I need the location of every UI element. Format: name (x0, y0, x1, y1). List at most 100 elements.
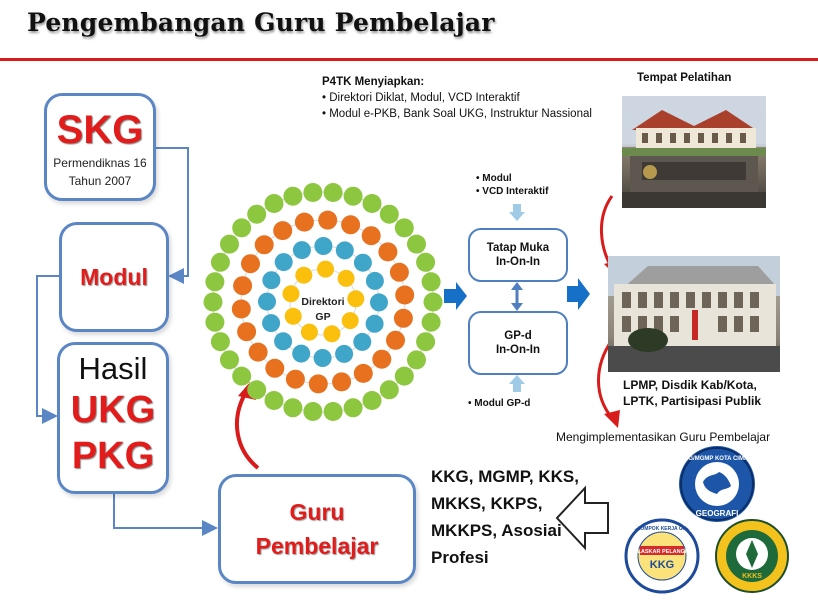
ring-dot (232, 218, 252, 238)
ring-dot (283, 186, 303, 206)
ring-dot (323, 325, 341, 343)
ring-dot (370, 293, 388, 312)
ring-dot (303, 402, 323, 421)
ring-dot (295, 266, 313, 284)
ring-dot (365, 314, 384, 333)
connector-modul-hasil (36, 275, 59, 424)
ring-dot (210, 332, 230, 352)
ring-dot (421, 272, 441, 292)
ring-dot (274, 332, 293, 351)
ring-dot (353, 253, 372, 272)
tatap-muka-line2: In-On-In (495, 256, 541, 268)
ring-dot (205, 312, 225, 332)
lpmp-line1: LPMP, Disdik Kab/Kota, (623, 378, 757, 392)
ring-dot (341, 215, 361, 235)
geografi-logo-bottom-text: GEOGRAFI (696, 509, 739, 518)
ring-dot (378, 242, 398, 262)
red-arrow-guru-to-circle (234, 391, 260, 470)
ring-dot (258, 292, 276, 311)
hasil-line3: PKG (71, 435, 155, 477)
ring-dot (379, 380, 399, 400)
circle-label-line2: GP (315, 311, 330, 323)
connector-skg-modul (156, 147, 189, 284)
inputs-top-item2: • VCD Interaktif (476, 186, 549, 197)
ring-dot (313, 349, 332, 367)
ring-dot (394, 366, 414, 386)
inputs-top-item1: • Modul (476, 173, 512, 184)
skg-box: SKG Permendiknas 16 Tahun 2007 (44, 93, 156, 201)
ring-dot (416, 252, 436, 272)
inputs-bottom: • Modul GP-d (468, 397, 530, 410)
tatap-muka-box: Tatap Muka In-On-In (468, 228, 568, 282)
ring-dot (285, 369, 305, 389)
ring-dot (264, 194, 284, 213)
ring-dot (292, 241, 311, 260)
ring-dot (314, 237, 333, 255)
kkg-logo-banner-text: LASKAR PELANGI (638, 549, 687, 555)
ring-dot (353, 363, 373, 383)
input-arrow-top (509, 204, 525, 221)
implementation-label: Mengimplementasikan Guru Pembelajar (556, 430, 771, 444)
ring-dot (303, 183, 323, 202)
ring-dot (248, 342, 268, 362)
ring-dot (343, 186, 363, 206)
ring-dot (232, 366, 252, 386)
ring-dot (282, 285, 300, 303)
blue-arrow-boxes-to-venue (567, 278, 590, 310)
ring-dot (264, 391, 284, 410)
red-arrow-photo2-implement (597, 339, 614, 419)
hasil-line2: UKG (70, 389, 156, 431)
skg-line1: Permendiknas 16 (53, 156, 147, 170)
lpmp-building-photo (608, 256, 780, 372)
ring-dot (254, 235, 274, 255)
kkg-logo-ring-text: KELOMPOK KERJA GURU (630, 526, 694, 532)
page-title: Pengembangan Guru Pembelajar (27, 8, 495, 37)
kkg-logo: KELOMPOK KERJA GURU LASKAR PELANGI KKG (624, 518, 700, 594)
ring-dot (247, 204, 267, 224)
ring-dot (421, 312, 441, 332)
hasil-box: Hasil UKG PKG (57, 342, 169, 494)
ring-dot (361, 226, 381, 246)
ring-dot (332, 372, 352, 392)
ring-dot (247, 380, 267, 400)
ring-dot (220, 350, 239, 370)
p4tk-heading: P4TK Menyiapkan: (322, 76, 425, 88)
ring-dot (362, 194, 382, 213)
gp-d-box: GP-d In-On-In (468, 311, 568, 375)
gp-d-line2: In-On-In (495, 344, 541, 356)
ring-dot (283, 398, 303, 418)
kkg-logo-center-text: KKG (650, 559, 674, 571)
training-building-photo (622, 96, 766, 208)
ring-dot (241, 254, 260, 274)
ring-dot (365, 271, 384, 290)
p4tk-item2: • Modul e-PKB, Bank Soal UKG, Instruktur… (322, 108, 592, 120)
ring-dot (233, 276, 253, 296)
orgs-line4: Profesi (431, 548, 489, 567)
inputs-top: • Modul • VCD Interaktif (476, 172, 548, 198)
title-underline (0, 58, 818, 61)
ring-dot (362, 391, 382, 410)
inputs-bottom-item1: • Modul GP-d (468, 398, 531, 409)
kkks-logo: KKKS (714, 518, 790, 594)
geografi-logo-top-text: KKG/MGMP KOTA CIMAHI (680, 456, 755, 462)
lpmp-line2: LPTK, Partisipasi Publik (623, 394, 762, 408)
ring-dot (284, 307, 302, 325)
ring-dot (386, 330, 405, 350)
ring-dot (379, 204, 399, 224)
ring-dot (262, 314, 281, 333)
circle-label-line1: Direktori (301, 296, 344, 308)
ring-dot (220, 234, 239, 254)
ring-dot (318, 210, 338, 230)
guru-line1: Guru (289, 499, 345, 525)
ring-dot (372, 349, 392, 369)
lpmp-block: LPMP, Disdik Kab/Kota, LPTK, Partisipasi… (623, 377, 761, 409)
skg-heading: SKG (56, 108, 144, 152)
ring-dot (347, 290, 365, 308)
guru-line2: Pembelajar (255, 533, 379, 559)
ring-dot (203, 292, 223, 312)
ring-dot (407, 350, 426, 370)
ring-dot (300, 323, 318, 341)
ring-dot (294, 212, 314, 232)
ring-dot (273, 221, 293, 241)
ring-dot (323, 183, 343, 202)
